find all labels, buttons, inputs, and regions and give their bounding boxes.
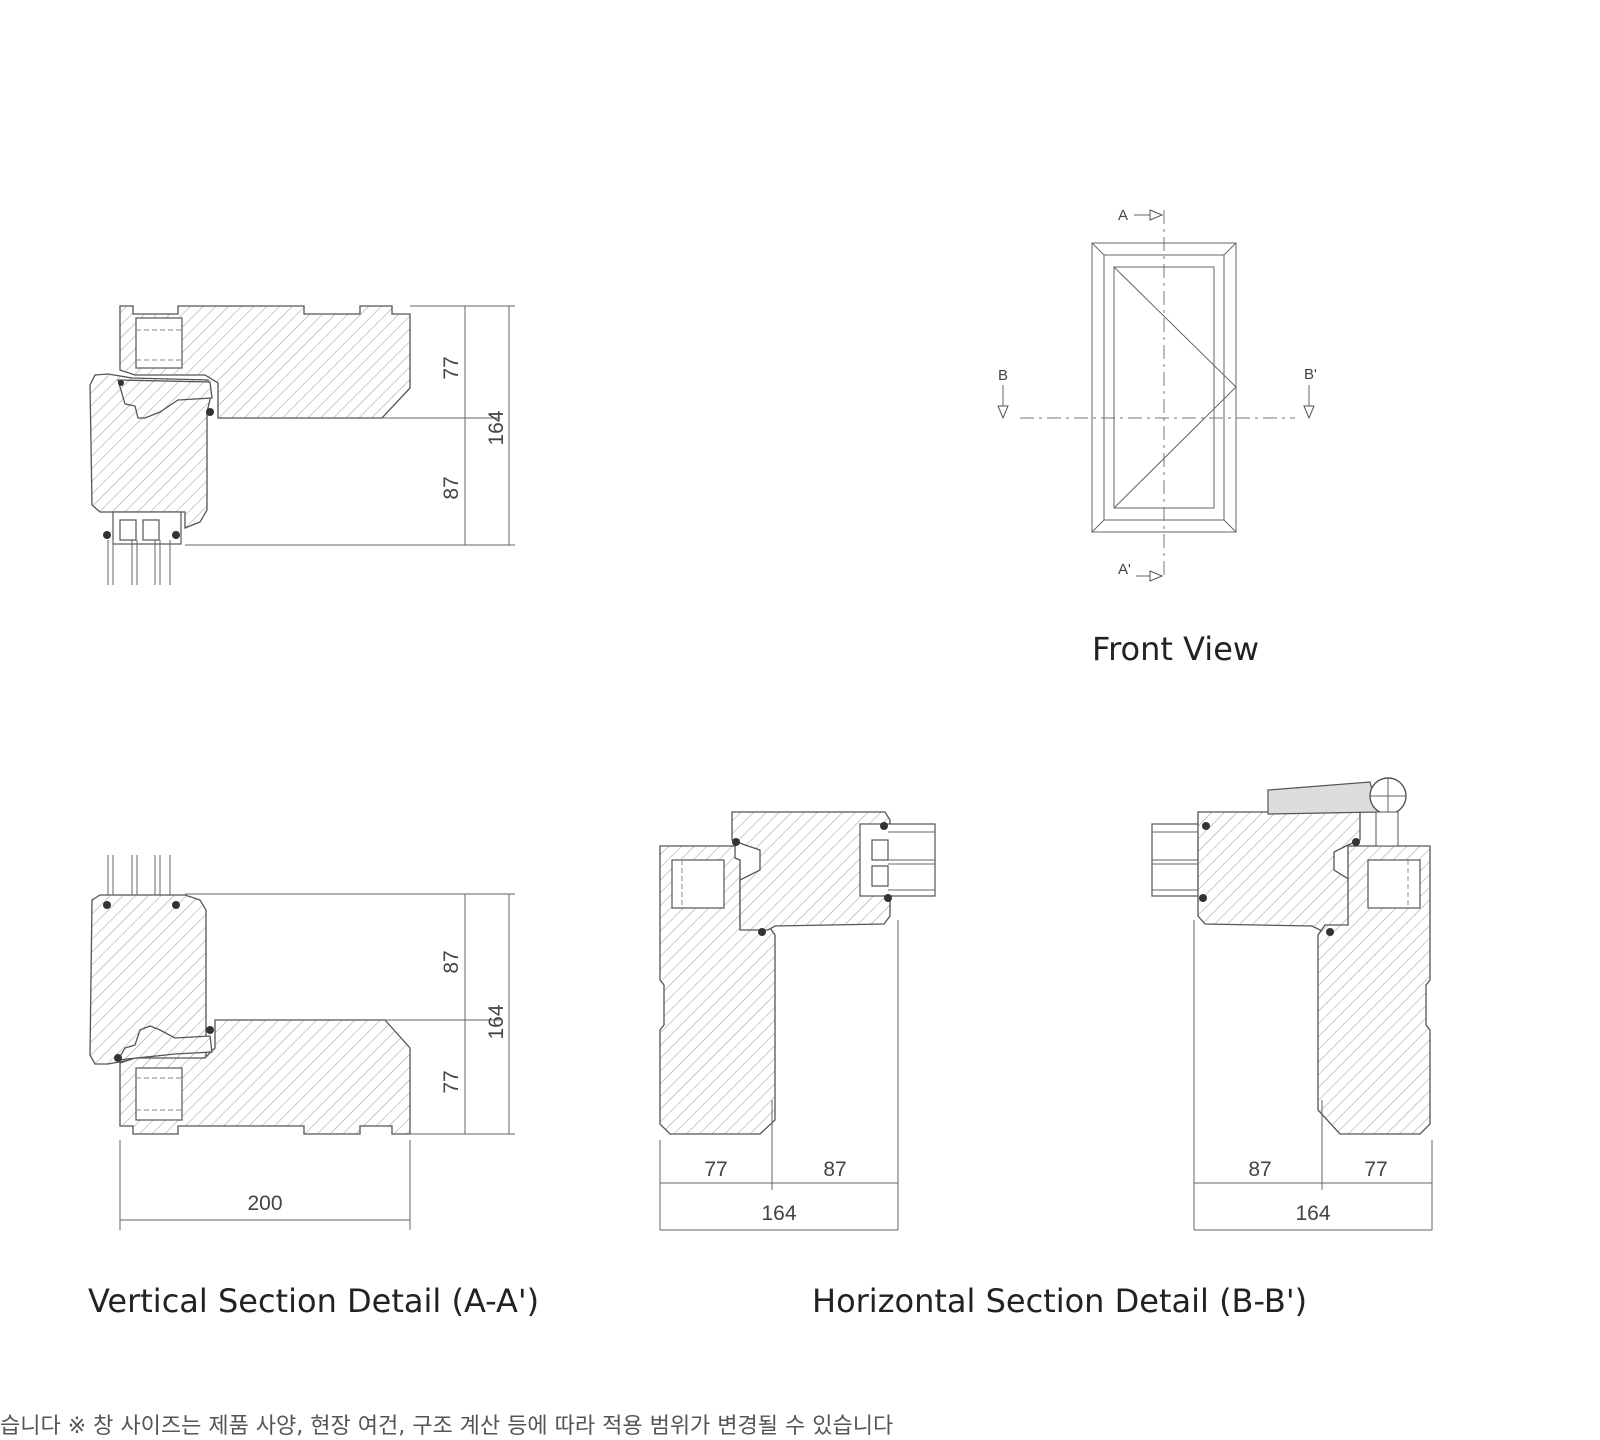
dim-87: 87 [440, 950, 463, 973]
sash-profile [1197, 811, 1361, 931]
frame-profile [119, 1019, 411, 1135]
vertical-section-top-detail: 77 87 164 [89, 305, 515, 585]
vertical-section-caption: Vertical Section Detail (A-A') [88, 1282, 540, 1320]
sash-profile [89, 373, 211, 529]
thermal-chamber [1367, 859, 1421, 909]
front-view-elevation: A A' B B' [997, 207, 1317, 582]
dim-77: 77 [704, 1158, 727, 1181]
marker-b-prime: B' [1304, 366, 1317, 383]
glazing-unit [107, 511, 182, 585]
frame-profile [1317, 845, 1431, 1135]
marker-a-prime: A' [1118, 561, 1131, 578]
hardware-channel [116, 1025, 213, 1061]
dim-164: 164 [485, 1004, 508, 1039]
marker-a: A [1118, 207, 1128, 224]
thermal-chamber [671, 859, 725, 909]
marker-b: B [998, 367, 1008, 384]
dim-164: 164 [1295, 1202, 1330, 1225]
thermal-chamber [135, 317, 183, 369]
dim-164: 164 [485, 410, 508, 445]
dim-87: 87 [1248, 1158, 1271, 1181]
horizontal-section-right-detail: 87 77 164 [1151, 777, 1433, 1231]
technical-drawing: 77 87 164 [89, 207, 1433, 1231]
dim-200: 200 [247, 1192, 282, 1215]
horizontal-section-left-detail: 77 87 164 [659, 811, 936, 1231]
dim-77: 77 [1364, 1158, 1387, 1181]
dim-77: 77 [440, 356, 463, 379]
dim-87: 87 [440, 476, 463, 499]
front-view-caption: Front View [1092, 630, 1260, 668]
footnote: 습니다 ※ 창 사이즈는 제품 사양, 현장 여건, 구조 계산 등에 따라 적… [0, 1414, 894, 1439]
thermal-chamber [135, 1067, 183, 1121]
dim-164: 164 [761, 1202, 796, 1225]
handle [1267, 777, 1407, 847]
vertical-section-bottom-detail: 87 77 164 200 [89, 855, 515, 1230]
opening-direction-indicator [1113, 266, 1237, 509]
frame-profile [659, 845, 776, 1135]
hardware-channel [117, 379, 213, 419]
frame-profile [119, 305, 411, 419]
horizontal-section-caption: Horizontal Section Detail (B-B') [812, 1282, 1308, 1320]
dim-87: 87 [823, 1158, 846, 1181]
dim-77: 77 [440, 1070, 463, 1093]
